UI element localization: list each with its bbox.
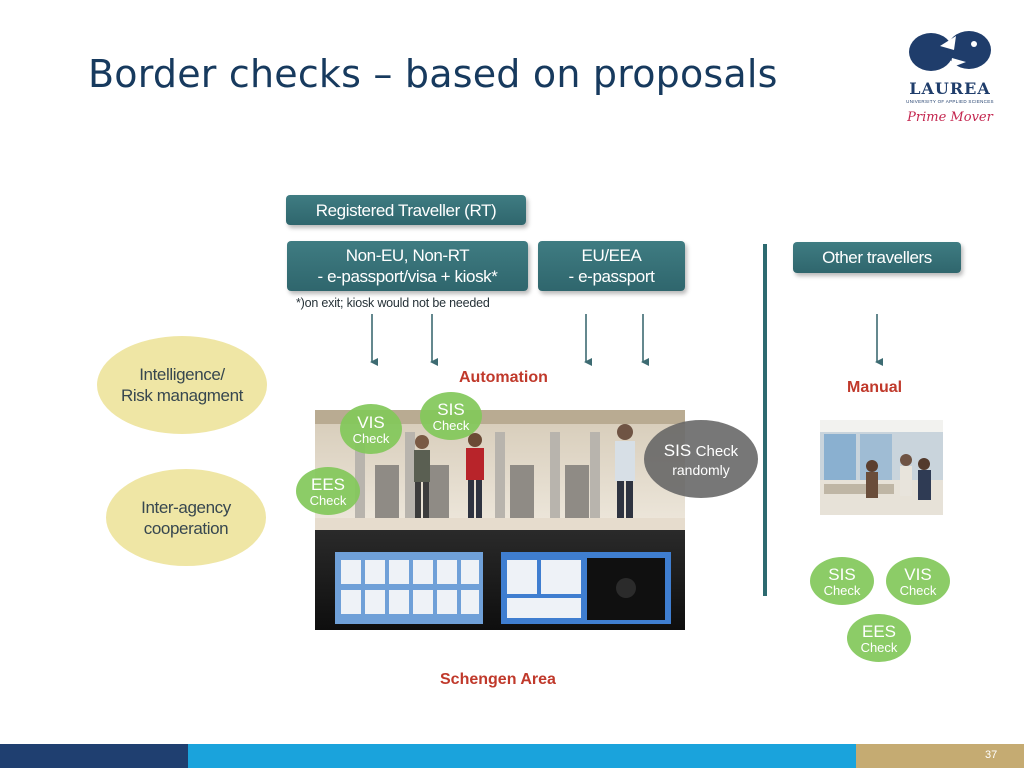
inter-agency-line2: cooperation — [143, 518, 229, 538]
registered-traveller-box: Registered Traveller (RT) — [286, 195, 526, 225]
vis-check-bubble: VIS Check — [340, 404, 402, 454]
page-number: 37 — [985, 749, 998, 761]
non-eu-box: Non-EU, Non-RT - e-passport/visa + kiosk… — [287, 241, 528, 291]
intelligence-line2: Risk managment — [121, 386, 243, 405]
inter-agency-line1: Inter-agency — [141, 497, 231, 517]
automation-label: Automation — [459, 369, 548, 386]
lane-divider — [763, 244, 767, 596]
manual-vis-name: VIS — [904, 564, 932, 584]
intelligence-line1: Intelligence/ — [139, 365, 225, 384]
inter-agency-oval: Inter-agency cooperation — [106, 469, 266, 566]
logo-name: LAUREA — [909, 79, 991, 98]
logo-subtitle: UNIVERSITY OF APPLIED SCIENCES — [906, 99, 994, 104]
intelligence-oval: Intelligence/ Risk managment — [97, 336, 267, 434]
sis-check-bubble: SIS Check — [420, 392, 482, 440]
footer-bar-gold — [856, 744, 1024, 768]
manual-vis-check-bubble: VIS Check — [886, 557, 950, 605]
eu-eea-line2: - e-passport — [568, 267, 655, 286]
non-eu-line1: Non-EU, Non-RT — [345, 246, 470, 265]
ees-check-text: Check — [309, 492, 347, 508]
kiosk-footnote: *)on exit; kiosk would not be needed — [296, 296, 490, 310]
manual-counter-illustration — [820, 420, 943, 515]
sis-check-name: SIS — [437, 399, 465, 419]
manual-counter-photo — [820, 420, 943, 515]
manual-label: Manual — [847, 379, 903, 396]
other-travellers-box: Other travellers — [793, 242, 961, 273]
eu-eea-line1: EU/EEA — [581, 246, 642, 265]
sis-random-check: Check — [695, 443, 739, 460]
laurea-emblem-icon — [909, 31, 991, 71]
laurea-logo: LAUREA UNIVERSITY OF APPLIED SCIENCES Pr… — [900, 26, 1000, 125]
schengen-area-label: Schengen Area — [440, 671, 556, 688]
eu-eea-box: EU/EEA - e-passport — [538, 241, 685, 291]
sis-random-name: SIS — [663, 441, 692, 460]
manual-ees-check: Check — [860, 639, 898, 655]
automated-gates-photo — [315, 410, 685, 630]
footer-bar-blue — [188, 744, 856, 768]
manual-vis-check: Check — [899, 582, 937, 598]
manual-ees-check-bubble: EES Check — [847, 614, 911, 662]
vis-check-name: VIS — [357, 412, 385, 432]
ees-check-bubble: EES Check — [296, 467, 360, 515]
slide-title: Border checks – based on proposals — [88, 52, 778, 96]
ees-check-name: EES — [310, 474, 346, 494]
automated-gates-illustration — [315, 410, 685, 630]
registered-traveller-label: Registered Traveller (RT) — [315, 200, 497, 220]
sis-check-text: Check — [432, 417, 470, 433]
manual-sis-name: SIS — [828, 564, 856, 584]
logo-tagline: Prime Mover — [907, 110, 993, 125]
footer-bar-navy — [0, 744, 188, 768]
manual-ees-name: EES — [861, 621, 897, 641]
manual-sis-check-bubble: SIS Check — [810, 557, 874, 605]
other-travellers-label: Other travellers — [822, 248, 932, 267]
vis-check-text: Check — [352, 430, 390, 446]
sis-random-line2: randomly — [672, 462, 730, 478]
manual-sis-check: Check — [823, 582, 861, 598]
sis-random-check-bubble: SIS Check randomly — [644, 420, 758, 498]
non-eu-line2: - e-passport/visa + kiosk* — [317, 267, 498, 286]
